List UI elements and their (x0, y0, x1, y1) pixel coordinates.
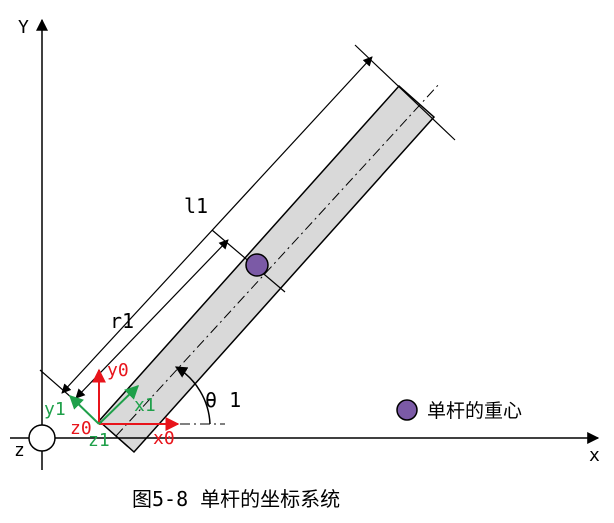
angle-arc (174, 366, 211, 425)
legend-label: 单杆的重心 (427, 400, 522, 422)
frame1-y-label: y1 (44, 399, 66, 420)
frame1-y-arrow (68, 395, 100, 425)
center-of-gravity-marker (245, 253, 269, 277)
angle-label: θ 1 (205, 388, 241, 412)
frame0-y-label: y0 (107, 360, 129, 381)
z-axis-circle (28, 424, 56, 452)
frame1-x-label: x1 (134, 395, 156, 416)
y-axis-label: Y (18, 17, 29, 38)
z-axis-label: z (14, 440, 25, 461)
figure-caption: 图5-8 单杆的坐标系统 (132, 487, 340, 511)
radius-label: r1 (110, 309, 134, 333)
frame0-z-label: z0 (70, 418, 92, 439)
length-label: l1 (184, 194, 208, 218)
frame0-x-label: x0 (153, 428, 175, 449)
legend-marker (396, 399, 418, 421)
x-axis-label: x (589, 445, 600, 466)
frame1-x-arrow (98, 385, 140, 425)
frame1-z-label: z1 (88, 430, 110, 451)
